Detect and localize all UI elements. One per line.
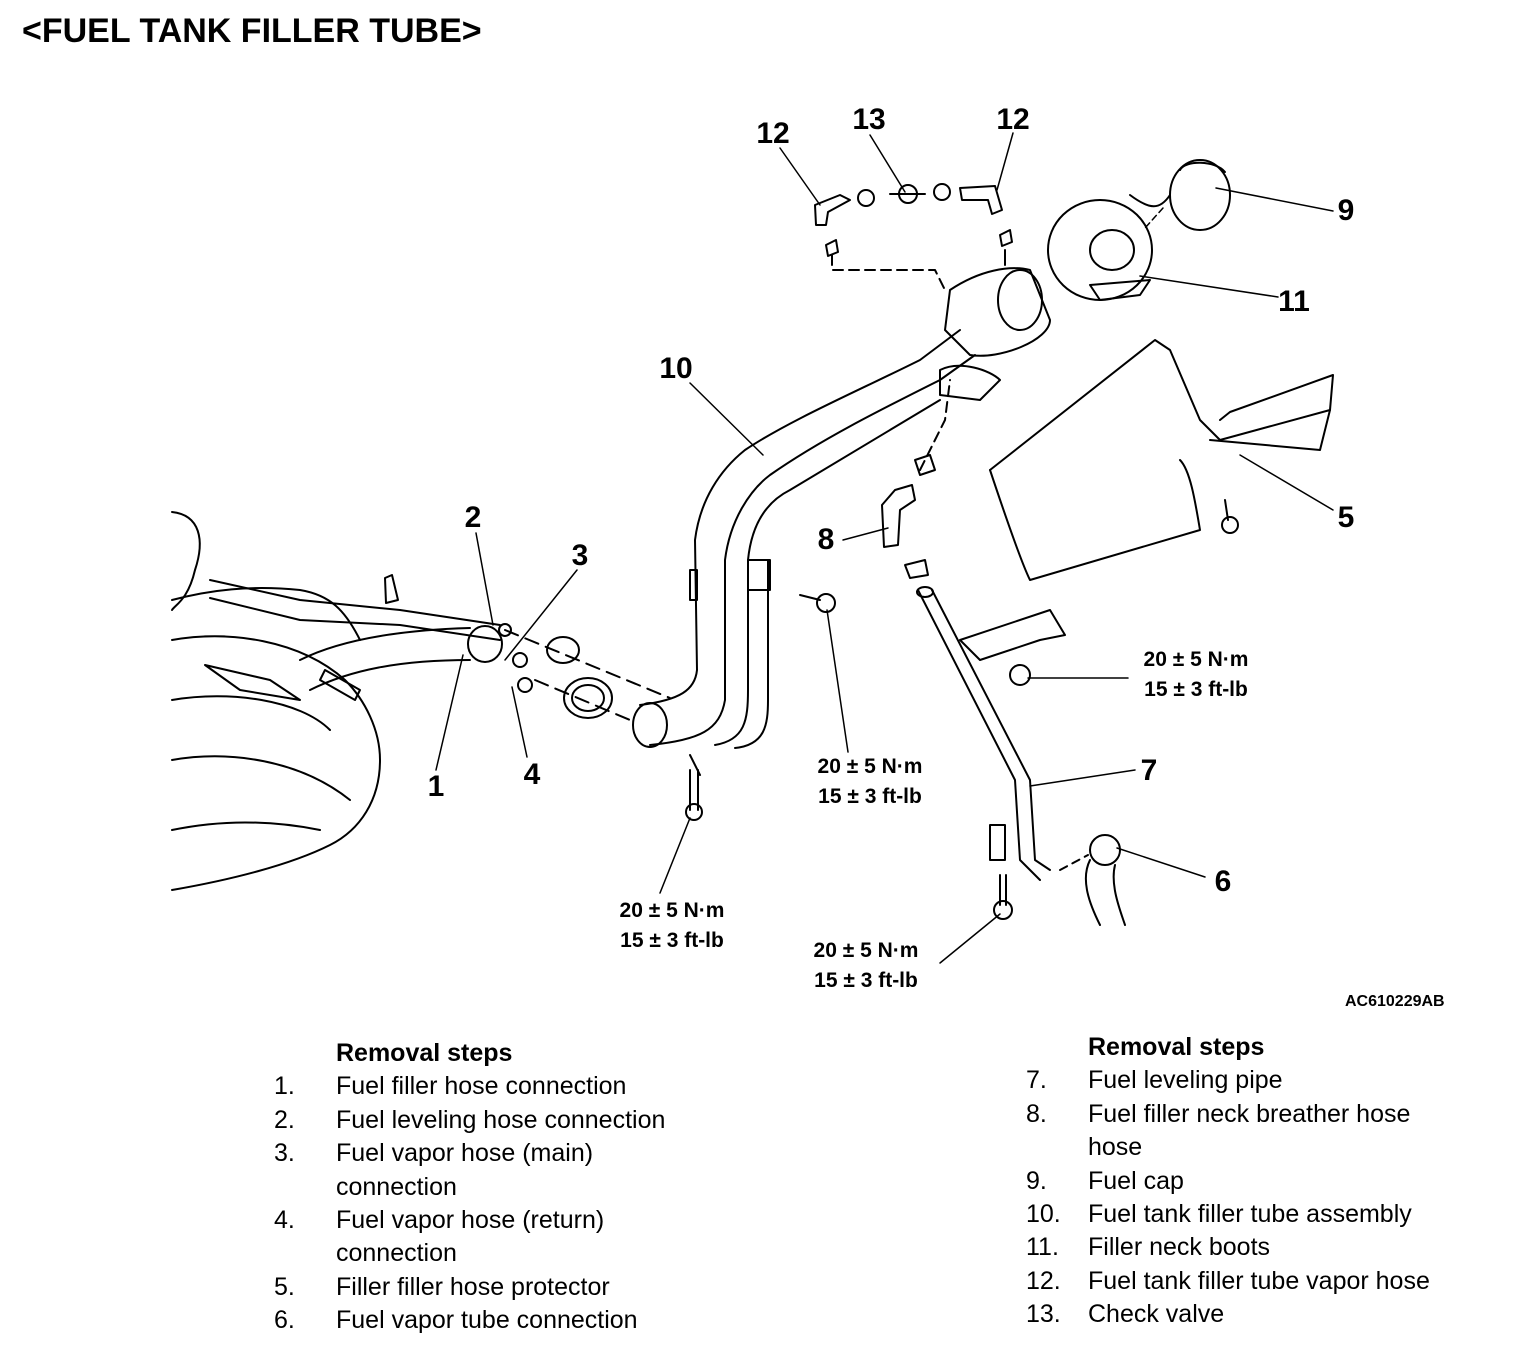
callout-3: 3 bbox=[571, 539, 589, 572]
torque-metric: 20 ± 5 N·m bbox=[813, 939, 919, 962]
filler-tube-assembly-drawing bbox=[632, 267, 1051, 776]
step-text: Filler neck boots bbox=[1088, 1233, 1271, 1262]
step-number: 11. bbox=[1026, 1233, 1059, 1262]
torque-label-center: 20 ± 5 N·m 15 ± 3 ft-lb bbox=[818, 752, 923, 812]
step-number: 4. bbox=[274, 1206, 295, 1235]
step-number: 3. bbox=[274, 1139, 295, 1168]
callout-1: 1 bbox=[427, 770, 445, 803]
callout-13: 13 bbox=[852, 103, 886, 136]
list-item: 4. Fuel vapor hose (return) connection bbox=[274, 1204, 716, 1271]
callout-12-left: 12 bbox=[756, 117, 790, 150]
list-item: 2. Fuel leveling hose connection bbox=[274, 1104, 716, 1137]
fuel-filler-hose-drawing bbox=[299, 625, 503, 701]
breather-hose-drawing bbox=[881, 379, 951, 579]
removal-steps-heading: Removal steps bbox=[336, 1039, 513, 1067]
list-item: 1. Fuel filler hose connection bbox=[274, 1070, 716, 1103]
step-number: 6. bbox=[274, 1306, 295, 1335]
callout-9: 9 bbox=[1337, 194, 1355, 227]
list-item: 9. Fuel cap bbox=[1026, 1165, 1473, 1198]
step-number: 2. bbox=[274, 1105, 295, 1134]
torque-imperial: 15 ± 3 ft-lb bbox=[818, 785, 922, 808]
list-item: 12. Fuel tank filler tube vapor hose bbox=[1026, 1265, 1473, 1298]
step-text: Fuel filler neck breather hose hose bbox=[1088, 1099, 1411, 1162]
callout-12-right: 12 bbox=[996, 103, 1030, 136]
torque-imperial: 15 ± 3 ft-lb bbox=[620, 929, 724, 952]
callout-8: 8 bbox=[817, 523, 835, 556]
torque-metric: 20 ± 5 N·m bbox=[619, 899, 725, 922]
step-text: Fuel tank filler tube vapor hose bbox=[1088, 1266, 1430, 1295]
step-number: 8. bbox=[1026, 1099, 1047, 1128]
step-number: 9. bbox=[1026, 1166, 1047, 1195]
step-text: Fuel tank filler tube assembly bbox=[1088, 1200, 1412, 1229]
vapor-hose-drawing bbox=[814, 183, 1013, 291]
callout-10: 10 bbox=[659, 352, 693, 385]
list-item: 7. Fuel leveling pipe bbox=[1026, 1064, 1473, 1097]
step-text: Fuel cap bbox=[1088, 1166, 1184, 1195]
step-text: Filler filler hose protector bbox=[336, 1272, 610, 1301]
torque-metric: 20 ± 5 N·m bbox=[1143, 648, 1249, 671]
fuel-tank-drawing bbox=[171, 511, 501, 891]
list-item: 5. Filler filler hose protector bbox=[274, 1271, 716, 1304]
torque-label-bottom-center: 20 ± 5 N·m 15 ± 3 ft-lb bbox=[814, 936, 919, 996]
callout-11: 11 bbox=[1278, 285, 1310, 318]
vapor-tube-drawing bbox=[1059, 834, 1126, 926]
hose-protector-drawing bbox=[989, 339, 1334, 581]
step-number: 12. bbox=[1026, 1266, 1061, 1295]
list-item: 3. Fuel vapor hose (main) connection bbox=[274, 1137, 716, 1204]
step-number: 10. bbox=[1026, 1200, 1061, 1229]
step-text: Check valve bbox=[1088, 1300, 1225, 1329]
filler-neck-boot-drawing bbox=[1047, 159, 1231, 301]
leader-lines bbox=[435, 132, 1334, 964]
callout-6: 6 bbox=[1214, 865, 1232, 898]
list-item: 6. Fuel vapor tube connection bbox=[274, 1304, 716, 1337]
leveling-pipe-drawing bbox=[916, 586, 1066, 881]
list-item: 13. Check valve bbox=[1026, 1298, 1473, 1331]
page-title: <FUEL TANK FILLER TUBE> bbox=[22, 12, 482, 50]
list-item: 10. Fuel tank filler tube assembly bbox=[1026, 1198, 1473, 1231]
torque-metric: 20 ± 5 N·m bbox=[817, 755, 923, 778]
step-text: Fuel filler hose connection bbox=[336, 1072, 627, 1101]
step-number: 13. bbox=[1026, 1300, 1061, 1329]
step-number: 7. bbox=[1026, 1066, 1047, 1095]
torque-imperial: 15 ± 3 ft-lb bbox=[1144, 678, 1248, 701]
torque-label-bottom-left: 20 ± 5 N·m 15 ± 3 ft-lb bbox=[620, 896, 725, 956]
figure-id: AC610229AB bbox=[1345, 993, 1445, 1010]
step-text: Fuel vapor hose (main) connection bbox=[336, 1139, 594, 1201]
step-text: Fuel vapor hose (return) connection bbox=[336, 1206, 605, 1268]
removal-steps-left: Removal steps 1. Fuel filler hose connect… bbox=[274, 1037, 716, 1338]
step-number: 5. bbox=[274, 1272, 295, 1301]
list-item: 11. Filler neck boots bbox=[1026, 1231, 1473, 1264]
list-item: 8. Fuel filler neck breather hose hose bbox=[1026, 1098, 1473, 1165]
torque-label-right: 20 ± 5 N·m 15 ± 3 ft-lb bbox=[1144, 645, 1249, 705]
torque-imperial: 15 ± 3 ft-lb bbox=[814, 969, 918, 992]
bolts-drawing bbox=[685, 499, 1239, 920]
callout-4: 4 bbox=[523, 758, 541, 791]
step-number: 1. bbox=[274, 1072, 295, 1101]
removal-steps-heading: Removal steps bbox=[1088, 1033, 1265, 1061]
removal-steps-right: Removal steps 7. Fuel leveling pipe 8. Fue… bbox=[1026, 1031, 1473, 1332]
step-text: Fuel leveling pipe bbox=[1088, 1066, 1283, 1095]
callout-7: 7 bbox=[1140, 754, 1158, 787]
step-text: Fuel vapor tube connection bbox=[336, 1306, 638, 1335]
step-text: Fuel leveling hose connection bbox=[336, 1105, 666, 1134]
callout-2: 2 bbox=[464, 501, 482, 534]
callout-5: 5 bbox=[1337, 501, 1355, 534]
hose-clamps-drawing bbox=[498, 623, 671, 721]
exploded-diagram bbox=[171, 132, 1334, 964]
